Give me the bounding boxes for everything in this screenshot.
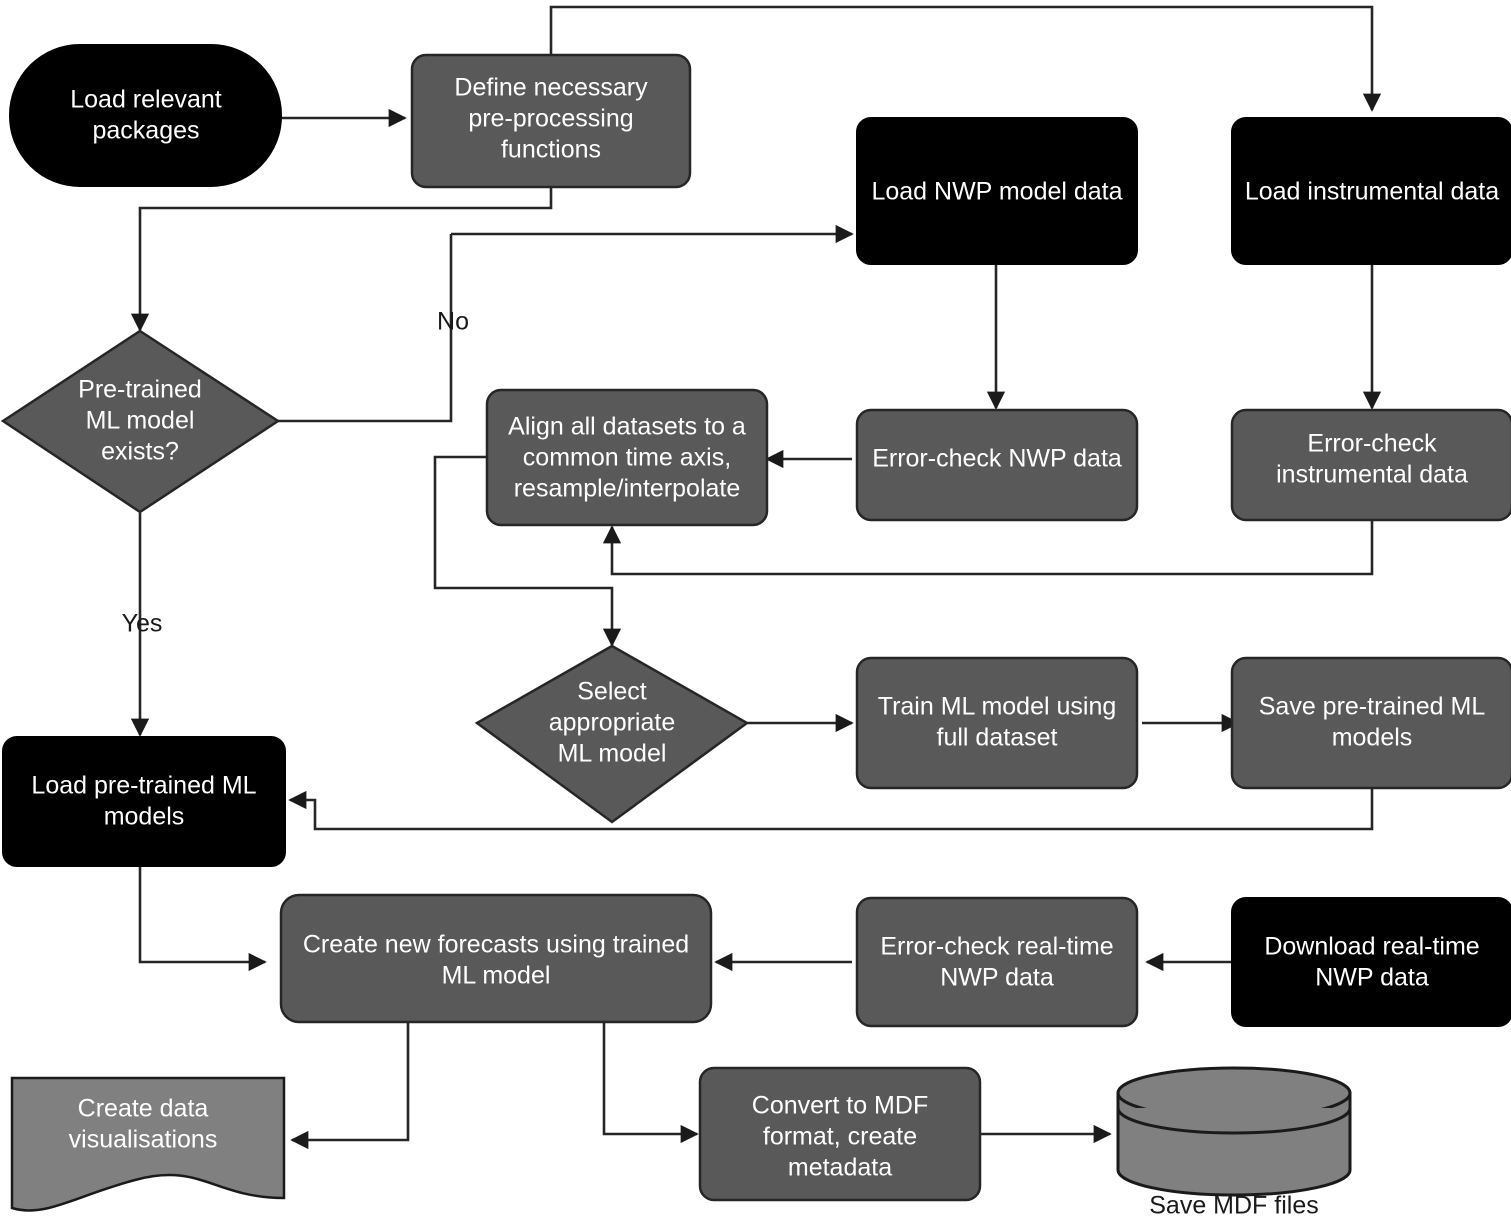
node-error-check-realtime-line1: Error-check real-time bbox=[880, 933, 1113, 961]
node-align-datasets-line3: resample/interpolate bbox=[514, 475, 741, 503]
node-pretrained-ml-model-exists-decision[interactable]: Pre-trained ML model exists? bbox=[0, 329, 281, 514]
node-convert-to-mdf[interactable]: Convert to MDF format, create metadata bbox=[698, 1066, 982, 1202]
node-create-data-visualisations-line2: visualisations bbox=[69, 1126, 218, 1154]
node-convert-to-mdf-line1: Convert to MDF bbox=[752, 1092, 928, 1120]
edge-define-functions-to-load-instrumental bbox=[549, 5, 1382, 112]
node-load-pretrained-ml-models-line2: models bbox=[104, 803, 185, 831]
node-error-check-realtime-nwp-data[interactable]: Error-check real-time NWP data bbox=[855, 896, 1139, 1028]
node-save-pretrained-ml-models[interactable]: Save pre-trained ML models bbox=[1230, 656, 1511, 790]
node-select-model-line3: ML model bbox=[558, 740, 667, 768]
edge-label-no: No bbox=[437, 308, 469, 336]
node-error-check-instrumental-data-line1: Error-check bbox=[1307, 430, 1437, 458]
node-save-mdf-files-database[interactable]: Save MDF files bbox=[1116, 1066, 1352, 1220]
node-pretrained-decision-line3: exists? bbox=[101, 438, 179, 466]
node-define-preprocessing-functions-line1: Define necessary bbox=[454, 74, 648, 102]
node-download-realtime-nwp-data[interactable]: Download real-time NWP data bbox=[1231, 897, 1511, 1027]
node-error-check-instrumental-data-line2: instrumental data bbox=[1276, 461, 1468, 489]
node-load-relevant-packages[interactable]: Load relevant packages bbox=[9, 44, 282, 187]
edge-label-yes: Yes bbox=[122, 610, 163, 638]
node-define-preprocessing-functions[interactable]: Define necessary pre-processing function… bbox=[410, 53, 692, 189]
node-create-data-visualisations[interactable]: Create data visualisations bbox=[10, 1076, 286, 1212]
node-align-datasets-line2: common time axis, bbox=[523, 444, 731, 472]
node-error-check-realtime-line2: NWP data bbox=[940, 964, 1054, 992]
node-load-pretrained-ml-models-line1: Load pre-trained ML bbox=[31, 772, 256, 800]
node-save-pretrained-ml-models-line2: models bbox=[1332, 724, 1413, 752]
node-load-relevant-packages-line1: Load relevant bbox=[70, 86, 222, 114]
node-load-nwp-model-data[interactable]: Load NWP model data bbox=[856, 117, 1138, 265]
node-download-realtime-line2: NWP data bbox=[1315, 964, 1429, 992]
node-error-check-instrumental-data[interactable]: Error-check instrumental data bbox=[1230, 408, 1511, 522]
node-train-ml-model-line1: Train ML model using bbox=[878, 693, 1117, 721]
node-convert-to-mdf-line3: metadata bbox=[788, 1154, 892, 1182]
node-define-preprocessing-functions-line3: functions bbox=[501, 136, 601, 164]
edge-align-to-select-model bbox=[433, 455, 622, 647]
node-select-appropriate-ml-model-decision[interactable]: Select appropriate ML model bbox=[474, 644, 750, 824]
node-save-pretrained-ml-models-line1: Save pre-trained ML bbox=[1259, 693, 1486, 721]
node-align-datasets[interactable]: Align all datasets to a common time axis… bbox=[485, 388, 769, 527]
node-create-new-forecasts[interactable]: Create new forecasts using trained ML mo… bbox=[279, 893, 713, 1024]
node-error-check-nwp-data[interactable]: Error-check NWP data bbox=[855, 408, 1139, 522]
edge-create-forecasts-to-convert-mdf bbox=[602, 1022, 699, 1144]
node-load-pretrained-ml-models[interactable]: Load pre-trained ML models bbox=[2, 736, 286, 867]
node-create-data-visualisations-line1: Create data bbox=[78, 1095, 209, 1123]
node-load-nwp-model-data-line1: Load NWP model data bbox=[871, 178, 1122, 206]
node-pretrained-decision-line1: Pre-trained bbox=[78, 376, 202, 404]
node-pretrained-decision-line2: ML model bbox=[86, 407, 195, 435]
node-load-instrumental-data[interactable]: Load instrumental data bbox=[1231, 117, 1511, 265]
node-align-datasets-line1: Align all datasets to a bbox=[508, 413, 746, 441]
edge-save-models-to-load-pretrained bbox=[288, 783, 1374, 831]
node-select-model-line2: appropriate bbox=[549, 709, 675, 737]
node-convert-to-mdf-line2: format, create bbox=[763, 1123, 917, 1151]
node-select-model-line1: Select bbox=[577, 678, 647, 706]
edge-errcheck-instrumental-to-align bbox=[602, 520, 1374, 576]
node-create-new-forecasts-line2: ML model bbox=[442, 962, 551, 990]
node-save-mdf-files-caption: Save MDF files bbox=[1149, 1192, 1318, 1220]
edge-load-pretrained-to-create-forecasts bbox=[138, 866, 267, 972]
node-error-check-nwp-data-line1: Error-check NWP data bbox=[872, 445, 1122, 473]
node-create-new-forecasts-line1: Create new forecasts using trained bbox=[303, 931, 689, 959]
node-load-instrumental-data-line1: Load instrumental data bbox=[1245, 178, 1499, 206]
edge-pretrained-no-branch bbox=[278, 234, 453, 423]
node-load-relevant-packages-line2: packages bbox=[92, 117, 199, 145]
edge-create-forecasts-to-visualisations bbox=[290, 1022, 410, 1150]
node-download-realtime-line1: Download real-time bbox=[1264, 933, 1479, 961]
node-train-ml-model-line2: full dataset bbox=[937, 724, 1058, 752]
node-define-preprocessing-functions-line2: pre-processing bbox=[468, 105, 633, 133]
node-train-ml-model[interactable]: Train ML model using full dataset bbox=[855, 656, 1139, 790]
edge-define-functions-to-pretrained-decision bbox=[130, 187, 553, 332]
